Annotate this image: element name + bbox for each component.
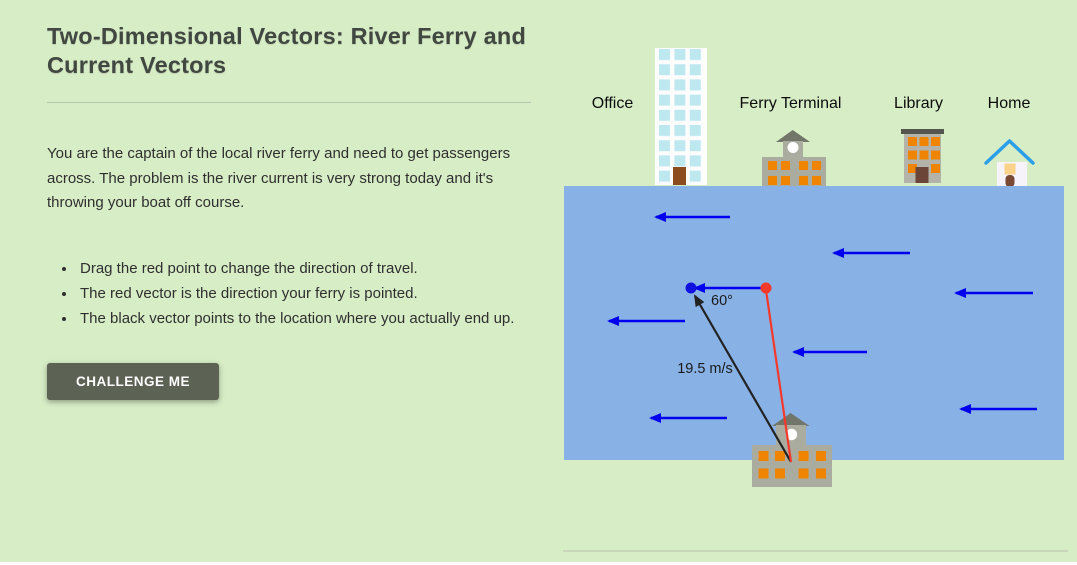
- terminal-clock: [787, 142, 799, 153]
- office-label: Office: [592, 95, 634, 112]
- home-door: [1005, 175, 1015, 187]
- home-window: [1004, 163, 1016, 175]
- angle-label: 60°: [711, 293, 733, 309]
- drag-point[interactable]: [760, 282, 772, 294]
- vector-layer: [607, 212, 1037, 463]
- challenge-me-button[interactable]: CHALLENGE ME: [47, 363, 219, 401]
- ferry-terminal-label: Ferry Terminal: [740, 95, 842, 112]
- speed-label: 19.5 m/s: [677, 361, 733, 377]
- river: [564, 186, 1064, 460]
- list-item: Drag the red point to change the directi…: [77, 256, 531, 281]
- dock-clock: [785, 428, 798, 441]
- office-door: [673, 167, 686, 185]
- dock-roof: [772, 413, 810, 426]
- intro-text: You are the captain of the local river f…: [47, 145, 511, 211]
- ferry-terminal-south-building: [752, 413, 832, 487]
- terminal-windows: [768, 161, 821, 185]
- title-divider: [47, 102, 531, 103]
- library-label: Library: [894, 95, 943, 112]
- library-building: [901, 129, 944, 183]
- library-windows: [908, 137, 940, 173]
- list-item: The red vector is the direction your fer…: [77, 281, 531, 306]
- result-vector: [693, 294, 792, 463]
- library-door: [915, 167, 929, 183]
- home-label: Home: [988, 95, 1031, 112]
- office-windows: [659, 49, 704, 182]
- ferry-terminal-north-building: [762, 130, 826, 187]
- instruction-list: Drag the red point to change the directi…: [47, 256, 531, 332]
- library-roof: [901, 129, 944, 134]
- home-roof: [984, 139, 1035, 165]
- simulation-canvas: Office Ferry Terminal Library Home 60° 1…: [563, 48, 1068, 552]
- instructions-panel: Two-Dimensional Vectors: River Ferry and…: [47, 22, 531, 401]
- dock-windows: [758, 451, 826, 479]
- window-edge: [0, 562, 1077, 565]
- heading-vector: [764, 289, 793, 463]
- list-item: The black vector points to the location …: [77, 306, 531, 331]
- office-building: [655, 48, 707, 185]
- terminal-roof: [776, 130, 810, 142]
- end-point: [685, 282, 697, 294]
- page-title: Two-Dimensional Vectors: River Ferry and…: [47, 23, 526, 78]
- home-building: [984, 139, 1035, 187]
